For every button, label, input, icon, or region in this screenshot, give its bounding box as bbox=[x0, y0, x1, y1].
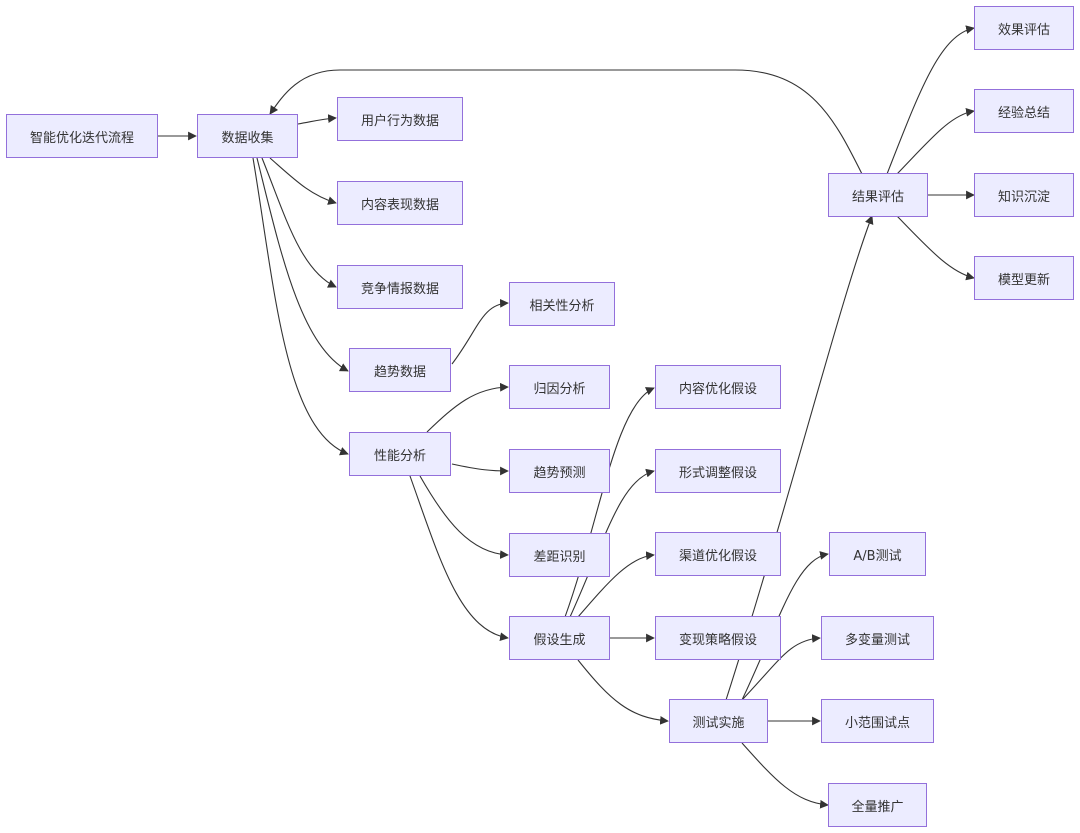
node-hypothesis: 假设生成 bbox=[509, 616, 610, 660]
node-trend-data: 趋势数据 bbox=[349, 348, 451, 392]
edge-result-effect bbox=[886, 25, 975, 175]
edge-perf-gap-identify bbox=[419, 475, 509, 559]
node-user-behavior: 用户行为数据 bbox=[337, 97, 463, 141]
node-channel-opt: 渠道优化假设 bbox=[655, 532, 781, 576]
node-multivar: 多变量测试 bbox=[821, 616, 934, 660]
edge-collect-trend-data bbox=[256, 157, 349, 372]
edge-perf-trend-forecast bbox=[451, 463, 509, 476]
edge-result-collect-loop bbox=[269, 69, 863, 175]
node-effect-eval: 效果评估 bbox=[974, 6, 1074, 50]
node-data-collect: 数据收集 bbox=[197, 114, 298, 158]
edge-perf-attribution bbox=[426, 382, 509, 433]
node-competitor: 竞争情报数据 bbox=[337, 265, 463, 309]
node-pilot: 小范围试点 bbox=[821, 699, 934, 743]
edge-hyp-test-impl bbox=[577, 659, 669, 725]
edge-collect-perf-analysis bbox=[252, 157, 349, 456]
edge-result-model-update bbox=[896, 215, 975, 281]
node-correlation: 相关性分析 bbox=[509, 282, 615, 326]
edge-test-multivar bbox=[741, 634, 821, 701]
node-knowledge: 知识沉淀 bbox=[974, 173, 1074, 217]
node-test-impl: 测试实施 bbox=[669, 699, 768, 743]
node-model-update: 模型更新 bbox=[974, 256, 1074, 300]
node-result-eval: 结果评估 bbox=[828, 173, 928, 217]
edge-test-rollout bbox=[741, 742, 829, 809]
edge-collect-user-behavior bbox=[297, 114, 337, 125]
node-gap-identify: 差距识别 bbox=[509, 533, 610, 577]
edge-hyp-channel-opt bbox=[577, 551, 655, 618]
node-monetize: 变现策略假设 bbox=[655, 616, 781, 660]
node-experience: 经验总结 bbox=[974, 89, 1074, 133]
node-content-opt: 内容优化假设 bbox=[655, 365, 781, 409]
edges bbox=[158, 25, 975, 809]
edge-collect-content-perf bbox=[269, 157, 337, 205]
edge-result-experience bbox=[896, 107, 975, 175]
node-format-adjust: 形式调整假设 bbox=[655, 449, 781, 493]
node-trend-forecast: 趋势预测 bbox=[509, 449, 610, 493]
node-ab-test: A/B测试 bbox=[829, 532, 926, 576]
node-rollout: 全量推广 bbox=[828, 783, 927, 827]
edge-test-ab bbox=[741, 551, 829, 701]
edge-trend-correlation bbox=[451, 298, 509, 365]
node-perf-analysis: 性能分析 bbox=[349, 432, 451, 476]
edge-hyp-format-adjust bbox=[569, 468, 655, 618]
edge-perf-hypothesis bbox=[409, 475, 509, 642]
node-attribution: 归因分析 bbox=[509, 365, 610, 409]
node-content-perf: 内容表现数据 bbox=[337, 181, 463, 225]
edge-collect-competitor bbox=[261, 157, 337, 288]
node-root: 智能优化迭代流程 bbox=[6, 114, 158, 158]
